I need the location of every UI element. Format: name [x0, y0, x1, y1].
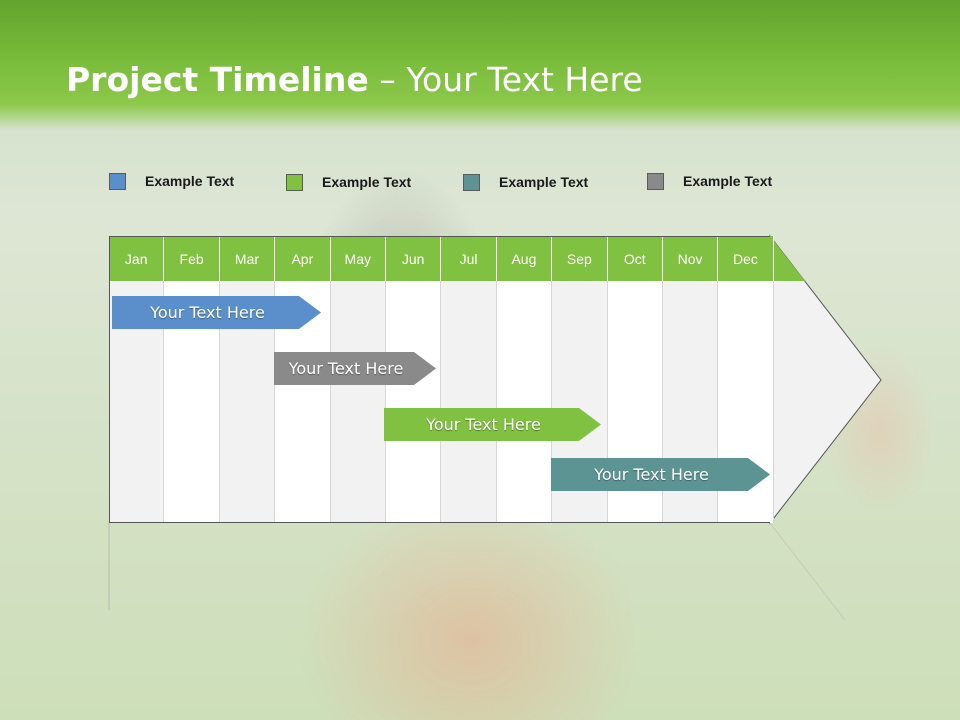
legend-label: Example Text — [499, 174, 589, 190]
reflection-right — [769, 522, 846, 621]
month-label: Aug — [496, 236, 553, 281]
month-label: Feb — [164, 236, 220, 281]
slide-title-bold: Project Timeline — [66, 60, 369, 99]
task-bar[interactable]: Your Text Here — [274, 352, 436, 385]
slide-header-band — [0, 0, 960, 130]
month-label: Jan — [109, 236, 165, 281]
month-label: Jun — [385, 236, 442, 281]
task-bar-label: Your Text Here — [150, 303, 265, 322]
month-column — [385, 281, 442, 523]
legend-item: Example Text — [647, 170, 772, 192]
legend-swatch — [647, 172, 664, 190]
slide-title-rest: – Your Text Here — [368, 60, 643, 99]
legend-item: Example Text — [463, 171, 588, 193]
legend-item: Example Text — [286, 171, 411, 193]
month-label: Oct — [607, 236, 663, 281]
slide-title: Project Timeline – Your Text Here — [66, 60, 643, 99]
legend-swatch — [109, 172, 126, 190]
legend-swatch — [463, 173, 480, 191]
legend-label: Example Text — [145, 173, 235, 189]
month-label: Sep — [552, 236, 608, 281]
month-column — [441, 281, 497, 523]
month-header-row: Jan Feb Mar Apr May Jun Jul Aug Sep Oct … — [109, 236, 774, 281]
month-label: Jul — [441, 236, 497, 281]
month-label: Dec — [718, 236, 774, 281]
legend-swatch — [286, 173, 303, 191]
month-label: Nov — [662, 236, 719, 281]
month-label: May — [330, 236, 386, 281]
month-label: Mar — [219, 236, 276, 281]
task-bar-label: Your Text Here — [426, 415, 541, 434]
legend-label: Example Text — [683, 173, 773, 189]
month-column — [496, 281, 553, 523]
task-bar[interactable]: Your Text Here — [551, 458, 770, 491]
legend-label: Example Text — [322, 174, 412, 190]
month-label: Apr — [275, 236, 331, 281]
task-bar[interactable]: Your Text Here — [384, 408, 601, 441]
legend: Example Text Example Text Example Text E… — [0, 170, 960, 194]
timeline-arrow-head-green — [770, 236, 805, 281]
task-bar-label: Your Text Here — [288, 359, 404, 378]
task-bar[interactable]: Your Text Here — [112, 296, 321, 329]
task-bar-label: Your Text Here — [594, 465, 709, 484]
month-column — [330, 281, 386, 523]
legend-item: Example Text — [109, 170, 234, 192]
